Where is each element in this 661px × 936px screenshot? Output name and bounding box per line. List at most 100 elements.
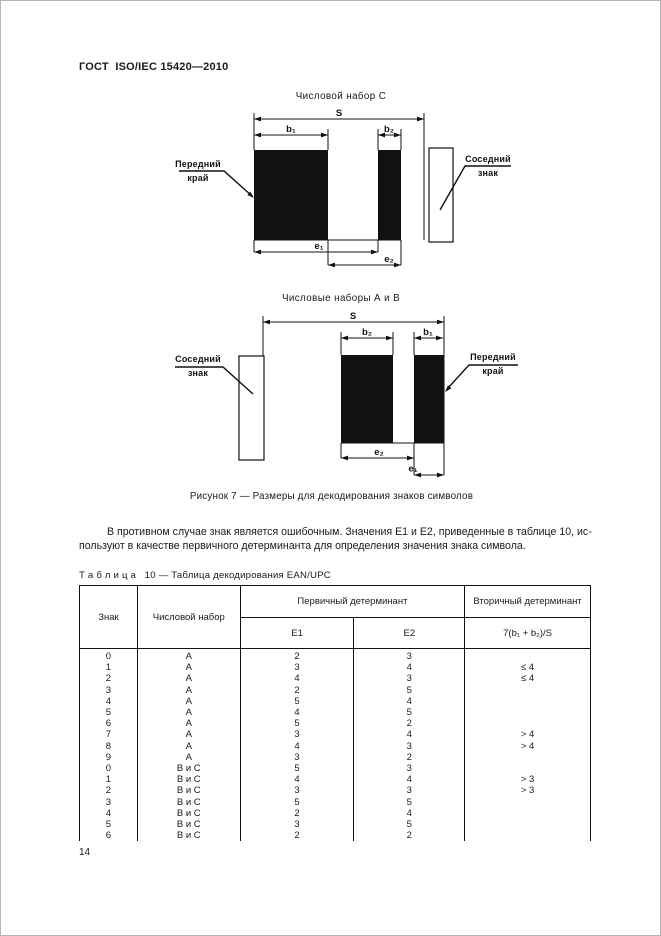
table-cell: В и С: [136, 807, 241, 820]
table-cell: [464, 718, 591, 730]
table-cell: 4: [353, 662, 466, 674]
table-cell: А: [136, 648, 241, 663]
bar-b1: [414, 355, 444, 443]
dim-label-b2: b₂: [384, 124, 394, 135]
table-cell: [464, 684, 591, 696]
table-cell: 0: [79, 648, 138, 663]
col-header-e2: E2: [353, 617, 466, 649]
dim-label-b1: b₁: [286, 124, 296, 135]
adjacent-char-label-1: Соседний: [465, 154, 511, 164]
table-cell: 3: [353, 763, 466, 775]
table-cell: 5: [79, 819, 138, 831]
bar-b1: [254, 150, 328, 240]
table-cell: [464, 830, 591, 842]
diagram-ab-title: Числовые наборы А и В: [281, 293, 401, 304]
paragraph-line: В противном случае знак является ошибочн…: [107, 526, 592, 538]
table-cell: [464, 695, 591, 708]
bar-b2: [378, 150, 401, 240]
table-cell: 4: [239, 707, 355, 719]
col-header-e1: E1: [239, 617, 355, 649]
table-cell: 4: [79, 695, 138, 708]
leading-edge-label-2: край: [187, 173, 208, 183]
table-cell: [464, 751, 591, 764]
table-cell: 3: [353, 785, 466, 797]
table-cell: 3: [353, 740, 466, 752]
adjacent-char-label-1: Соседний: [175, 354, 221, 364]
table-cell: 3: [239, 729, 355, 741]
table-cell: > 4: [464, 740, 591, 752]
dimension-arrowheads: [263, 319, 444, 478]
bar-b2: [341, 355, 393, 443]
col-header-number-set: Числовой набор: [136, 585, 241, 649]
table-cell: 6: [79, 718, 138, 730]
table-cell: [464, 807, 591, 820]
table-cell: [464, 796, 591, 808]
table-cell: ≤ 4: [464, 662, 591, 674]
table-cell: В и С: [136, 819, 241, 831]
table-cell: 2: [353, 830, 466, 842]
col-header-znak: Знак: [79, 585, 138, 649]
table-cell: А: [136, 729, 241, 741]
table-cell: В и С: [136, 796, 241, 808]
decode-table: Знак Числовой набор Первичный детерминан…: [79, 585, 591, 842]
table-cell: 3: [353, 673, 466, 685]
table-cell: А: [136, 740, 241, 752]
dim-label-e1: e₁: [314, 241, 323, 252]
table-cell: 5: [353, 796, 466, 808]
adjacent-character-bar: [428, 147, 454, 243]
table-cell: 2: [239, 684, 355, 696]
adjacent-char-label-2: знак: [188, 368, 209, 378]
dim-label-b2: b₂: [362, 327, 372, 338]
table-cell: ≤ 4: [464, 673, 591, 685]
table-cell: 5: [353, 707, 466, 719]
table-cell: 5: [353, 684, 466, 696]
dimension-arrowheads: [254, 116, 424, 268]
dim-label-e2: e₂: [374, 447, 384, 458]
table-cell: 2: [79, 673, 138, 685]
diagram-c-title: Числовой набор С: [295, 91, 387, 102]
table-cell: 5: [353, 819, 466, 831]
leading-edge-label-2: край: [482, 366, 503, 376]
dim-label-b1: b₁: [423, 327, 433, 338]
diagram-number-sets-a-b: S b₂ b₁ e₂ e₁ Соседний знак Передний кра…: [175, 311, 518, 478]
table-cell: А: [136, 695, 241, 708]
table-cell: 5: [239, 718, 355, 730]
table-cell: 3: [239, 819, 355, 831]
adjacent-char-label-2: знак: [478, 168, 499, 178]
leading-edge-label-1: Передний: [470, 352, 516, 362]
leading-edge-arrowhead: [247, 191, 254, 198]
table-cell: 3: [239, 751, 355, 764]
figure-caption: Рисунок 7 — Размеры для декодирования зн…: [189, 491, 474, 502]
table-cell: 7: [79, 729, 138, 741]
table-cell: 2: [353, 718, 466, 730]
table-cell: > 3: [464, 774, 591, 786]
diagram-number-set-c: S b₁ b₂ e₁ e₂ Передний край Соседний зна…: [175, 108, 511, 268]
table-cell: В и С: [136, 763, 241, 775]
dim-label-s: S: [336, 108, 342, 119]
table-cell: 5: [239, 763, 355, 775]
table-cell: 6: [79, 830, 138, 842]
table-cell: А: [136, 662, 241, 674]
col-header-secondary-determinant: Вторичный детерминант: [464, 585, 591, 618]
dim-label-e1: e₁: [408, 464, 417, 475]
table-cell: [464, 707, 591, 719]
leading-edge-label-1: Передний: [175, 159, 221, 169]
table-cell: 5: [239, 796, 355, 808]
table-cell: 0: [79, 763, 138, 775]
table-cell: 2: [239, 830, 355, 842]
table-cell: 4: [239, 740, 355, 752]
